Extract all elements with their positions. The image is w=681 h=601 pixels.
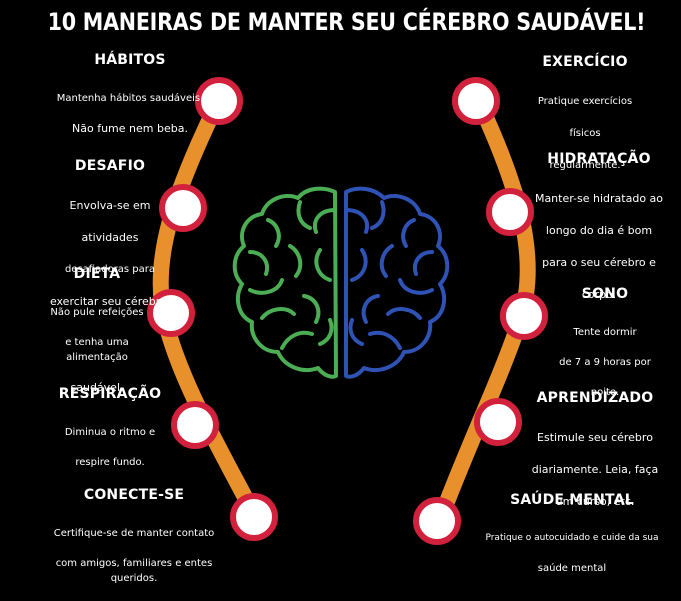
node-dieta <box>147 289 195 337</box>
page-title: 10 MANEIRAS DE MANTER SEU CÉREBRO SAUDÁV… <box>47 8 646 36</box>
item-heading: APRENDIZADO <box>536 390 654 406</box>
node-aprendizado <box>474 398 522 446</box>
node-saude-mental <box>413 497 461 545</box>
item-sono: SONO Tente dormir de 7 a 9 horas por noi… <box>550 286 660 415</box>
item-line: Estimule seu cérebro <box>537 431 653 444</box>
item-habitos: HÁBITOS Mantenha hábitos saudáveis. Não … <box>55 52 205 151</box>
item-line: Mantenha hábitos saudáveis. <box>56 93 204 104</box>
item-heading: SAÚDE MENTAL <box>510 492 634 508</box>
item-line: de 7 a 9 horas por <box>559 357 651 368</box>
item-conecte-se: CONECTE-SE Certifique-se de manter conta… <box>38 487 230 601</box>
item-line: longo do dia é bom <box>545 224 653 237</box>
item-heading: HÁBITOS <box>94 52 166 68</box>
node-exercicio <box>452 77 500 125</box>
item-heading: RESPIRAÇÃO <box>58 386 162 402</box>
brain-right-hemisphere <box>344 186 450 379</box>
item-desafio: DESAFIO Envolva-se em atividades desafia… <box>45 158 175 326</box>
item-respiracao: RESPIRAÇÃO Diminua o ritmo e respire fun… <box>45 386 175 485</box>
node-desafio <box>159 184 207 232</box>
item-heading: CONECTE-SE <box>83 487 185 503</box>
item-line: Diminua o ritmo e <box>64 427 156 438</box>
item-dieta: DIETA Não pule refeições e tenha uma ali… <box>38 266 156 410</box>
item-line: Não fume nem beba. <box>72 122 188 135</box>
node-sono <box>500 292 548 340</box>
item-hidratacao: HIDRATAÇÃO Manter-se hidratado ao longo … <box>526 151 672 319</box>
item-line: com amigos, familiares e entes queridos. <box>55 558 213 584</box>
item-line: Manter-se hidratado ao <box>534 192 664 205</box>
item-line: Tente dormir <box>573 327 637 338</box>
item-heading: DIETA <box>73 266 121 282</box>
item-line: desafiadoras para <box>64 264 156 275</box>
item-line: exercitar seu cérebro. <box>49 295 171 308</box>
item-line: Pratique exercícios <box>537 96 633 107</box>
item-line: Não pule refeições <box>50 307 144 318</box>
item-aprendizado: APRENDIZADO Estimule seu cérebro diariam… <box>522 390 668 526</box>
item-line: Envolva-se em <box>69 199 151 212</box>
item-line: saúde mental <box>537 563 607 574</box>
node-habitos <box>195 77 243 125</box>
item-heading: DESAFIO <box>74 158 146 174</box>
item-line: Certifique-se de manter contato <box>53 528 215 539</box>
node-conecte-se <box>230 493 278 541</box>
item-line: noite. <box>590 387 620 398</box>
item-heading: SONO <box>581 286 629 302</box>
infographic-art <box>147 77 548 545</box>
left-nodes <box>147 77 278 541</box>
brain-left-hemisphere <box>232 186 338 379</box>
item-exercicio: EXERCÍCIO Pratique exercícios físicos re… <box>506 54 664 190</box>
item-line: atividades <box>81 231 139 244</box>
item-line: um curso, etc. <box>555 495 635 508</box>
item-line: respire fundo. <box>75 457 145 468</box>
item-line: Pratique o autocuidado e cuide da sua <box>485 533 659 543</box>
item-line: para o seu cérebro e <box>542 256 656 269</box>
node-respiracao <box>171 401 219 449</box>
item-line: regularmente. <box>549 160 621 171</box>
item-line: físicos <box>569 128 601 139</box>
item-line: saudável. <box>70 381 124 394</box>
right-nodes <box>413 77 548 545</box>
item-line: corpo. <box>581 288 617 301</box>
item-heading: HIDRATAÇÃO <box>547 151 651 167</box>
item-line: e tenha uma alimentação <box>65 337 129 363</box>
item-heading: EXERCÍCIO <box>542 54 628 70</box>
node-hidratacao <box>486 188 534 236</box>
item-saude-mental: SAÚDE MENTAL Pratique o autocuidado e cu… <box>474 492 670 591</box>
item-line: diariamente. Leia, faça <box>531 463 659 476</box>
